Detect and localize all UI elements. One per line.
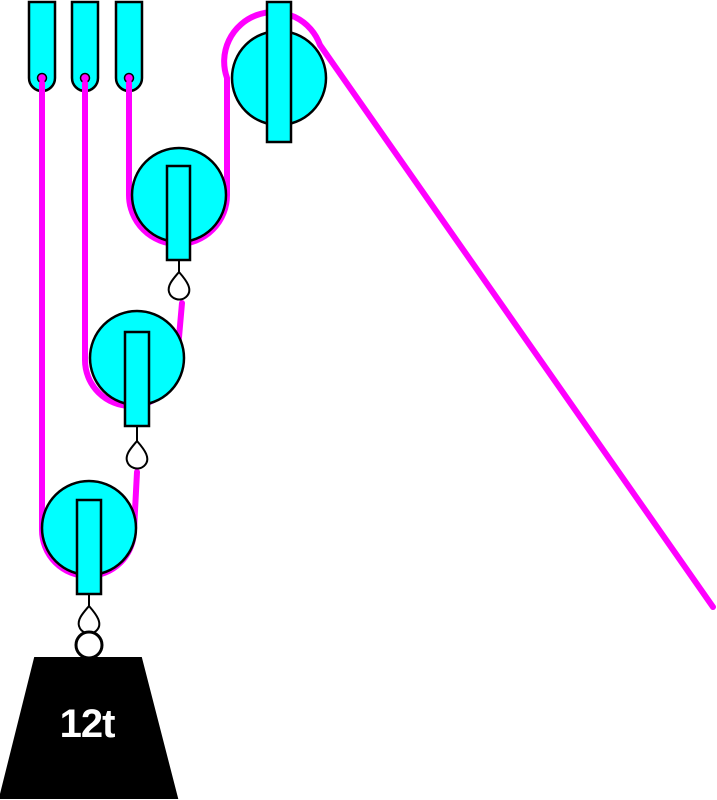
movable-pulley-upper [130, 146, 228, 301]
weight-ring [74, 630, 104, 660]
ceiling-anchors [27, 0, 144, 93]
weight-label: 12t [60, 702, 115, 746]
movable-pulley-middle [88, 309, 186, 470]
rope [39, 9, 716, 610]
anchor-1 [27, 0, 57, 93]
anchor-2 [70, 0, 100, 93]
hook-icon [167, 260, 191, 301]
hook-icon [77, 594, 101, 635]
anchor-3 [114, 0, 144, 93]
weight: 12t [0, 657, 179, 799]
top-fixed-pulley [230, 0, 328, 144]
movable-pulley-lower [40, 479, 138, 660]
rope-segment-3 [126, 9, 716, 610]
hook-icon [125, 426, 149, 470]
weight-block [0, 657, 179, 799]
